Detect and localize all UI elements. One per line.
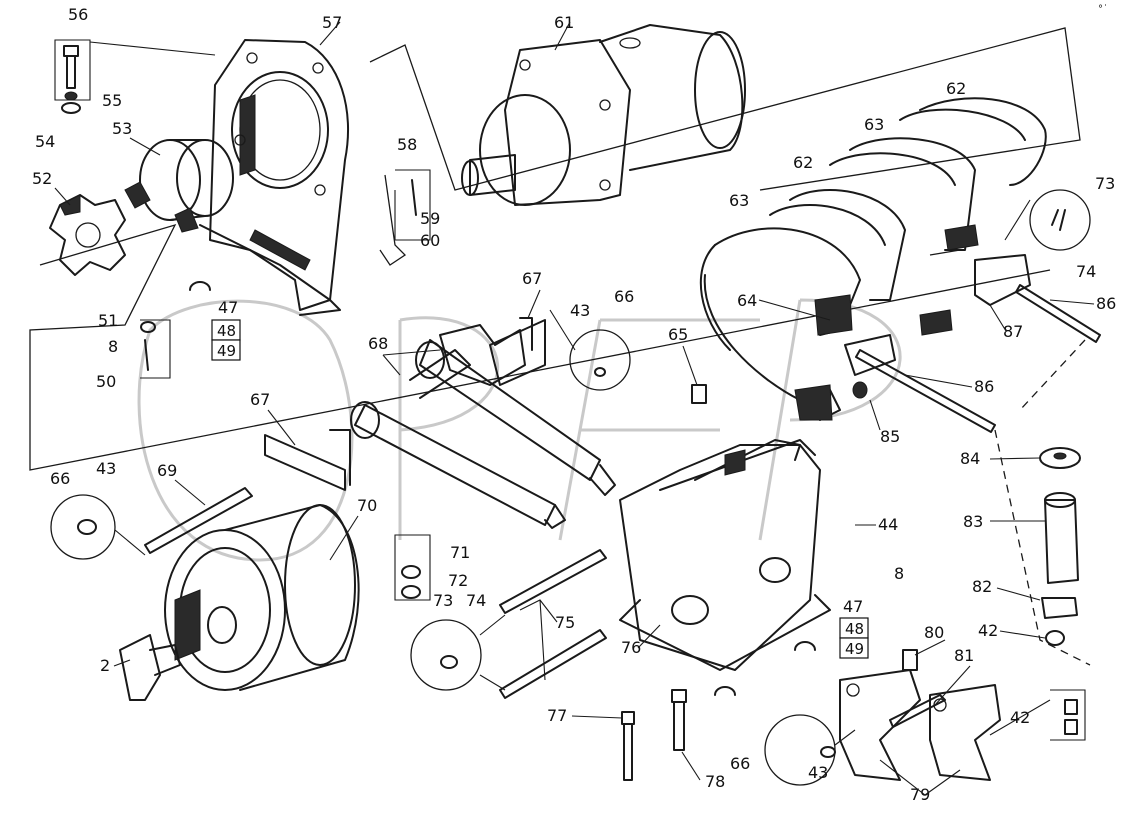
- label-42a: 42: [978, 621, 998, 640]
- box-49b: [839, 637, 869, 659]
- label-64: 64: [737, 291, 757, 310]
- label-59: 59: [420, 209, 440, 228]
- label-85: 85: [880, 427, 900, 446]
- label-74a: 74: [1076, 262, 1096, 281]
- label-74b: 74: [466, 591, 486, 610]
- coupling-53: [124, 139, 234, 233]
- label-73b: 73: [433, 591, 453, 610]
- label-66c: 66: [730, 754, 750, 773]
- label-57: 57: [322, 13, 342, 32]
- label-43a: 43: [570, 301, 590, 320]
- box-49a: [211, 339, 241, 361]
- bolt-56-group: [54, 39, 216, 114]
- bolts-77-78: [621, 689, 687, 781]
- label-77: 77: [547, 706, 567, 725]
- label-61: 61: [554, 13, 574, 32]
- detail-callout-circles: [50, 189, 1091, 786]
- label-67b: 67: [250, 390, 270, 409]
- label-66a: 66: [614, 287, 634, 306]
- label-78: 78: [705, 772, 725, 791]
- label-42b: 42: [1010, 708, 1030, 727]
- base-frame-76: [619, 439, 831, 671]
- rods-86: [844, 249, 1101, 666]
- label-63b: 63: [729, 191, 749, 210]
- hydraulic-motor-61: [461, 24, 746, 206]
- pin-65: [691, 384, 707, 404]
- label-83: 83: [963, 512, 983, 531]
- label-8b: 8: [894, 564, 904, 583]
- linkage-79: [839, 649, 1078, 781]
- label-66b: 66: [50, 469, 70, 488]
- circlips: [77, 179, 1066, 758]
- label-2: 2: [100, 656, 110, 675]
- label-60: 60: [420, 231, 440, 250]
- section-dividers: [29, 27, 1081, 471]
- part-2: [119, 634, 181, 701]
- label-55: 55: [102, 91, 122, 110]
- label-48a: 48: [217, 322, 236, 340]
- label-86a: 86: [1096, 294, 1116, 313]
- label-8a: 8: [108, 337, 118, 356]
- label-49b: 49: [845, 640, 864, 658]
- label-81: 81: [954, 646, 974, 665]
- label-69: 69: [157, 461, 177, 480]
- label-48b: 48: [845, 620, 864, 638]
- spider-52: [49, 194, 126, 276]
- label-67a: 67: [522, 269, 542, 288]
- label-49a: 49: [217, 342, 236, 360]
- label-86b: 86: [974, 377, 994, 396]
- label-70: 70: [357, 496, 377, 515]
- label-47b: 47: [843, 597, 863, 616]
- bracket-57: [199, 39, 407, 316]
- label-52: 52: [32, 169, 52, 188]
- label-62b: 62: [793, 153, 813, 172]
- label-58: 58: [397, 135, 417, 154]
- stack-82-84: [1039, 447, 1081, 646]
- label-62a: 62: [946, 79, 966, 98]
- label-72: 72: [448, 571, 468, 590]
- label-84: 84: [960, 449, 980, 468]
- corner-mark: °˙: [1098, 4, 1108, 15]
- leader-brackets: [140, 169, 1086, 741]
- label-51: 51: [98, 311, 118, 330]
- brake-bands: [699, 97, 1047, 421]
- label-43c: 43: [808, 763, 828, 782]
- label-43b: 43: [96, 459, 116, 478]
- bracket-67-a: [489, 317, 546, 386]
- label-47a: 47: [218, 298, 238, 317]
- label-80: 80: [924, 623, 944, 642]
- label-44: 44: [878, 515, 898, 534]
- label-53: 53: [112, 119, 132, 138]
- label-50: 50: [96, 372, 116, 391]
- label-68: 68: [368, 334, 388, 353]
- label-71: 71: [450, 543, 470, 562]
- label-82: 82: [972, 577, 992, 596]
- label-63a: 63: [864, 115, 884, 134]
- watermark: [137, 298, 902, 562]
- label-73a: 73: [1095, 174, 1115, 193]
- callout-labels: 56 57 61 55 54 53 58 59 60 52 62 63 62 6…: [32, 5, 1116, 804]
- drum-70: [164, 504, 360, 691]
- cylinders-68: [350, 324, 616, 529]
- label-87: 87: [1003, 322, 1023, 341]
- label-leaders: [54, 21, 1095, 796]
- pin-69: [144, 487, 253, 554]
- label-54: 54: [35, 132, 55, 151]
- label-56: 56: [68, 5, 88, 24]
- label-79: 79: [910, 785, 930, 804]
- label-76: 76: [621, 638, 641, 657]
- label-75: 75: [555, 613, 575, 632]
- bracket-67-b: [264, 429, 351, 491]
- label-65: 65: [668, 325, 688, 344]
- pins-75: [499, 549, 607, 699]
